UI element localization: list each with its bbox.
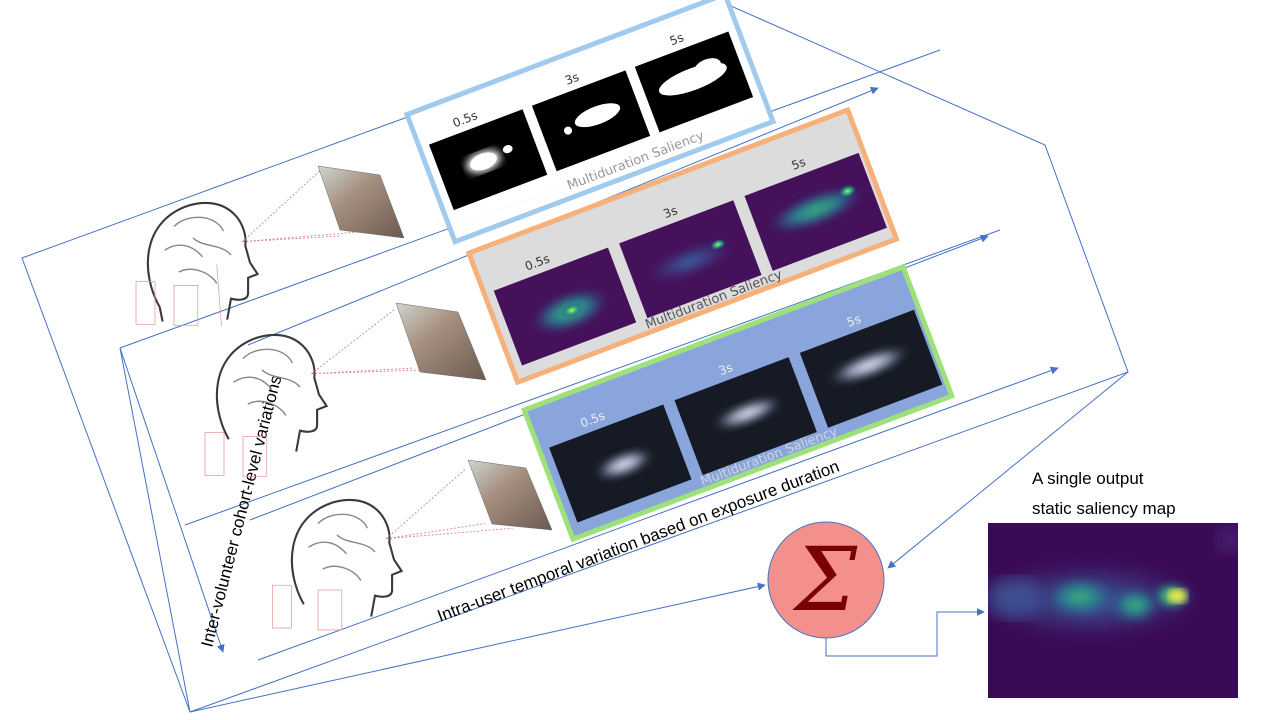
sum-symbol: Σ [792,528,858,631]
output-label-line2: static saliency map [1032,499,1176,518]
scene-photo-1 [317,165,405,239]
duration-label-3s: 3s [661,203,679,221]
output-saliency-map [988,523,1238,698]
duration-label-3s: 3s [563,70,581,88]
duration-label-5s: 5s [845,312,863,330]
duration-label-5s: 5s [790,155,808,173]
output-connector [825,608,985,657]
head-icon [215,333,329,452]
duration-label-5s: 5s [668,30,686,48]
sum-node: Σ [767,521,885,639]
scene-photo-2 [395,302,487,381]
cohort-panel-viridis: 0.5s 3s 5s Multiduration Saliency [465,106,900,386]
output-label-line1: A single output [1032,469,1144,488]
head-group-3 [272,468,513,631]
sum-input-arrow-bottom [189,582,766,713]
head-icon [290,498,404,617]
scene-photo-3 [467,459,553,531]
cohort-axis-arrow [119,347,225,653]
head-group-1 [135,169,379,327]
duration-label-3s: 3s [717,360,735,378]
sum-input-arrow-top [887,371,1129,569]
head-icon [146,201,260,322]
